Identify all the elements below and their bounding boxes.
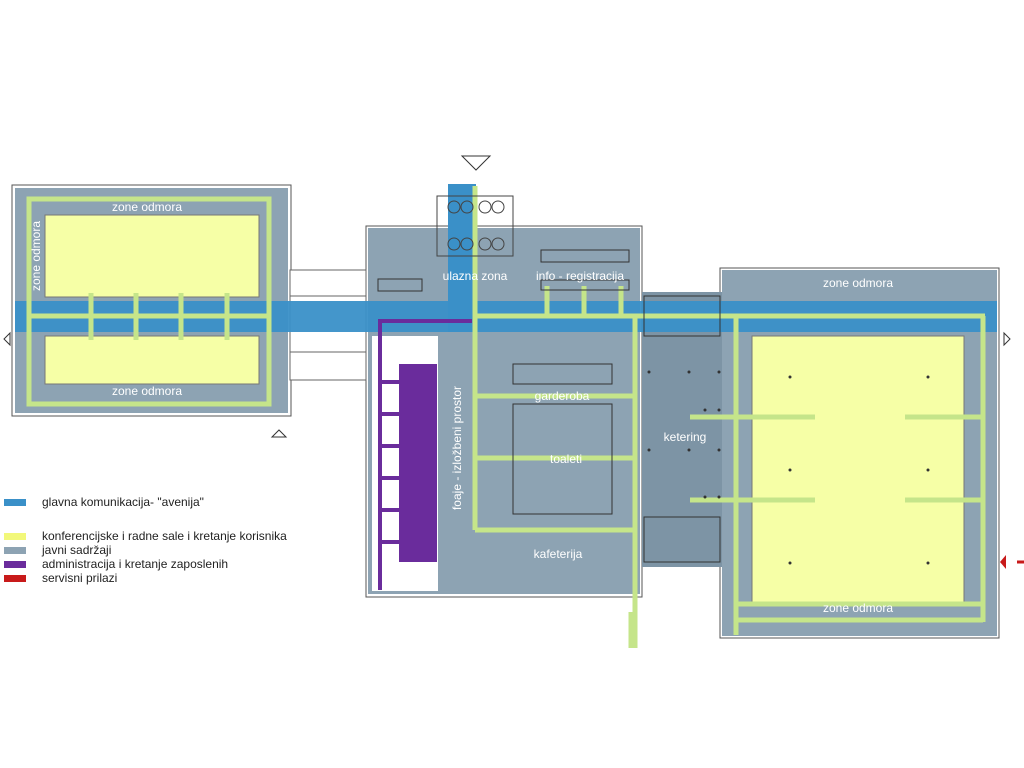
legend-label-service: servisni prilazi (42, 571, 118, 585)
toilets-label: toaleti (550, 452, 582, 466)
legend-swatch-service (4, 574, 26, 582)
service-arrow-icon (1000, 555, 1006, 569)
east-conference-hall (751, 335, 965, 603)
entrance-label: ulazna zona (443, 269, 508, 283)
west-arrow-icon (3, 331, 11, 347)
east-zone-bottom-label: zone odmora (823, 601, 893, 615)
legend-swatch-conference (4, 532, 26, 540)
entrance-doors (436, 195, 514, 257)
bottom-west-arrow-icon (270, 429, 288, 438)
cloakroom-label: garderoba (535, 389, 590, 403)
info-label: info - registracija (536, 269, 624, 283)
east-zone-top-label: zone odmora (823, 276, 893, 290)
legend-item-avenue: glavna komunikacija- "avenija" (4, 495, 204, 509)
legend-item-admin: administracija i kretanje zaposlenih (4, 557, 228, 571)
east-arrow-icon (1003, 331, 1011, 347)
legend-label-admin: administracija i kretanje zaposlenih (42, 557, 229, 571)
cafeteria-label: kafeterija (534, 547, 583, 561)
entrance-arrow-icon (460, 155, 492, 171)
west-zone-bottom-label: zone odmora (112, 384, 182, 398)
west-conference-halls (44, 214, 260, 385)
legend-label-avenue: glavna komunikacija- "avenija" (42, 495, 204, 509)
avenue-entrance (448, 184, 476, 332)
legend-swatch-admin (4, 560, 26, 568)
legend-label-conference: konferencijske i radne sale i kretanje k… (42, 529, 287, 543)
user-paths (26, 186, 986, 648)
legend-item-public: javni sadržaji (4, 543, 111, 557)
service-rooms (377, 249, 721, 563)
legend-swatch-avenue (4, 498, 26, 506)
foyer-label: foaje - izložbeni prostor (450, 386, 464, 510)
west-zone-left-label: zone odmora (29, 221, 43, 291)
column-dots (647, 370, 930, 565)
admin-area (378, 319, 472, 590)
legend-label-public: javni sadržaji (42, 543, 112, 557)
legend-swatch-public (4, 546, 26, 554)
west-zone-top-label: zone odmora (112, 200, 182, 214)
east-connector (642, 292, 722, 567)
legend-item-conference: konferencijske i radne sale i kretanje k… (4, 529, 287, 543)
catering-label: ketering (664, 430, 707, 444)
legend-item-service: servisni prilazi (4, 571, 117, 585)
